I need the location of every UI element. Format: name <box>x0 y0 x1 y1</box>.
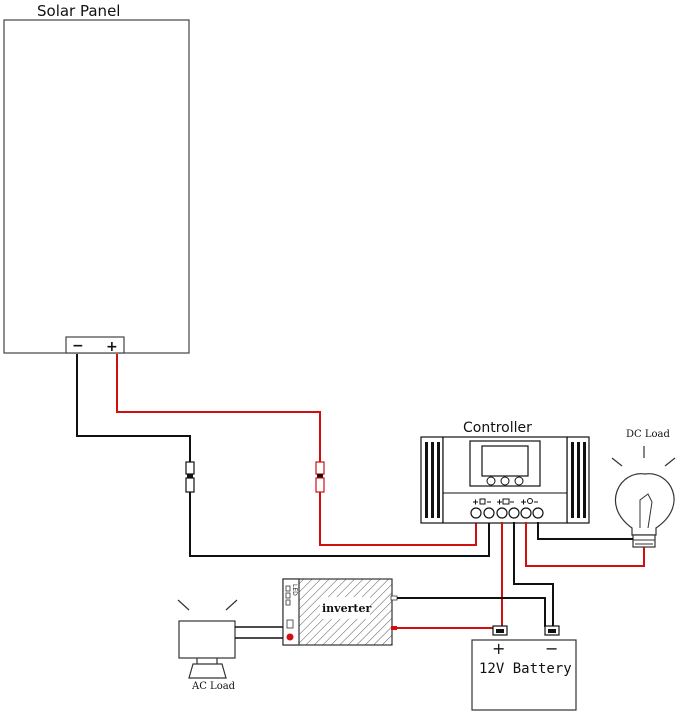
wire-inverter-negative <box>397 597 546 627</box>
terminal-load-positive <box>520 507 532 519</box>
ac-load: AC Load <box>177 599 238 692</box>
battery-negative-terminal: − <box>545 639 558 658</box>
bulb-filament <box>639 493 653 529</box>
controller-display <box>481 445 529 477</box>
panel-negative-terminal: − <box>72 338 84 354</box>
controller-port-icons <box>473 498 538 505</box>
terminal-load-negative <box>532 507 544 519</box>
battery: + − 12V Battery <box>471 625 577 711</box>
terminal-bat-positive <box>496 507 508 519</box>
inverter-led <box>286 633 294 641</box>
terminal-pv-negative <box>483 507 495 519</box>
alarm-rays <box>177 599 238 611</box>
controller-button-2 <box>500 476 510 486</box>
controller-label: Controller <box>463 420 532 436</box>
inverter-led-label: LED <box>291 584 298 596</box>
light-rays <box>611 446 676 467</box>
panel-positive-terminal: + <box>106 339 118 355</box>
inverter: inverter LED <box>282 578 398 646</box>
inverter-dc-input-red <box>391 626 397 630</box>
wire-battery-negative <box>513 522 554 627</box>
wire-dc-load-negative <box>537 522 633 540</box>
wire-dc-load-positive <box>525 522 645 567</box>
bulb-icon <box>614 473 675 536</box>
terminal-pv-positive <box>470 507 482 519</box>
mc4-connector-negative <box>185 461 195 493</box>
inverter-outlet <box>286 619 294 629</box>
panel-junction-box <box>65 336 125 354</box>
wire-inverter-positive <box>397 627 496 629</box>
battery-body <box>471 639 577 711</box>
bulb-base <box>632 534 656 548</box>
terminal-bat-negative <box>508 507 520 519</box>
controller-button-3 <box>514 476 524 486</box>
ac-load-stand <box>188 663 227 679</box>
solar-panel-label: Solar Panel <box>37 2 120 20</box>
dc-load-label: DC Load <box>626 429 670 440</box>
battery-label: 12V Battery <box>479 661 572 677</box>
controller-button-1 <box>486 476 496 486</box>
solar-panel: Solar Panel − + <box>3 2 190 355</box>
dc-load: DC Load <box>611 429 676 548</box>
charge-controller: Controller <box>420 420 590 524</box>
inverter-dc-input-black <box>390 595 398 601</box>
battery-positive-terminal: + <box>492 639 505 658</box>
inverter-label: inverter <box>322 602 371 615</box>
ac-load-label: AC Load <box>191 681 236 692</box>
solar-panel-body <box>3 19 190 354</box>
wire-panel-negative <box>76 354 490 557</box>
wire-ac-load <box>235 626 283 639</box>
ac-load-device <box>178 620 236 659</box>
mc4-connector-positive <box>315 461 325 493</box>
